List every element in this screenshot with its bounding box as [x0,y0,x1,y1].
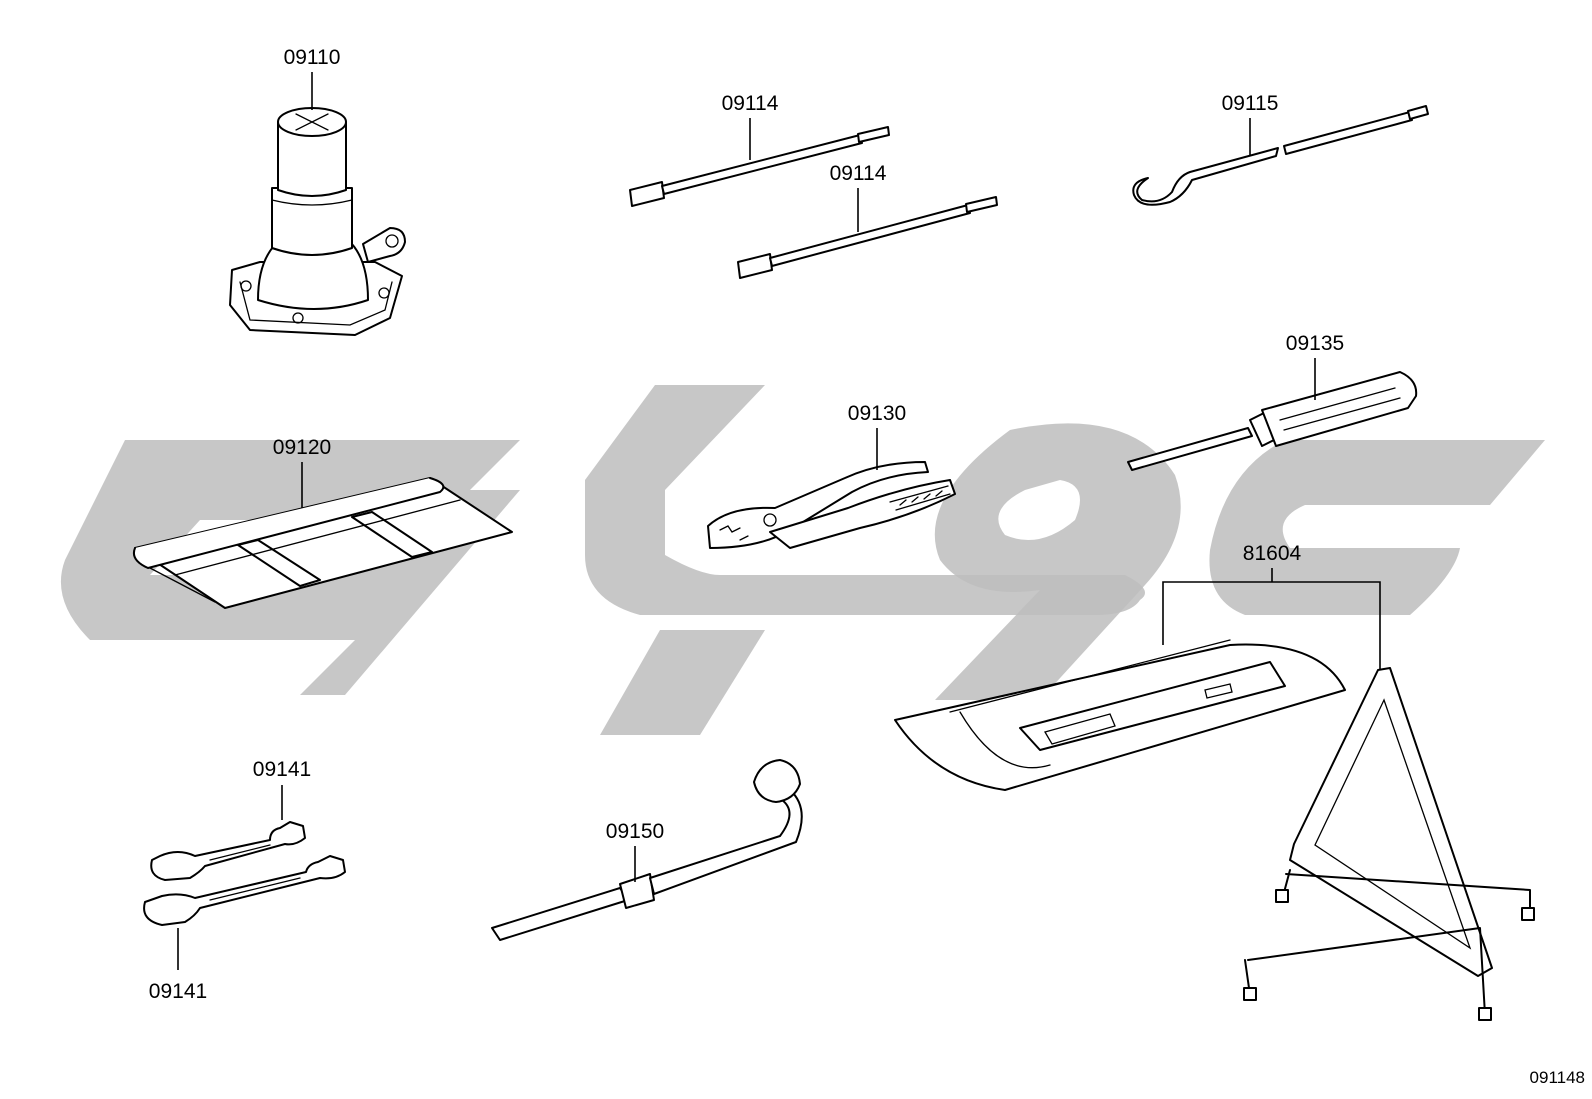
wrench-lower: 09141 [143,855,346,1003]
wrench-lower-label: 09141 [149,980,207,1003]
hook-handle-label: 09115 [1222,92,1279,115]
hook-handle: 09115 [1132,92,1429,206]
pliers: 09130 [707,402,956,549]
tool-bag: 09120 [132,436,513,609]
warning-triangle-label: 81604 [1243,542,1302,565]
wrench-upper-label: 09141 [253,758,311,781]
warning-triangle: 81604 [894,542,1535,1021]
jack: 09110 [229,46,406,336]
wrench-upper: 09141 [150,758,311,881]
handle-lower-label: 09114 [830,162,887,185]
handle-upper: 09114 [629,92,890,207]
lug-wrench-label: 09150 [606,820,664,843]
diagram-ref: 091148 [1530,1068,1585,1087]
handle-lower: 09114 [737,162,998,279]
tool-bag-label: 09120 [273,436,331,459]
handle-upper-label: 09114 [722,92,779,115]
jack-label: 09110 [284,46,341,69]
pliers-label: 09130 [848,402,906,425]
screwdriver: 09135 [1127,332,1418,471]
lug-wrench: 09150 [491,759,803,941]
screwdriver-label: 09135 [1286,332,1344,355]
